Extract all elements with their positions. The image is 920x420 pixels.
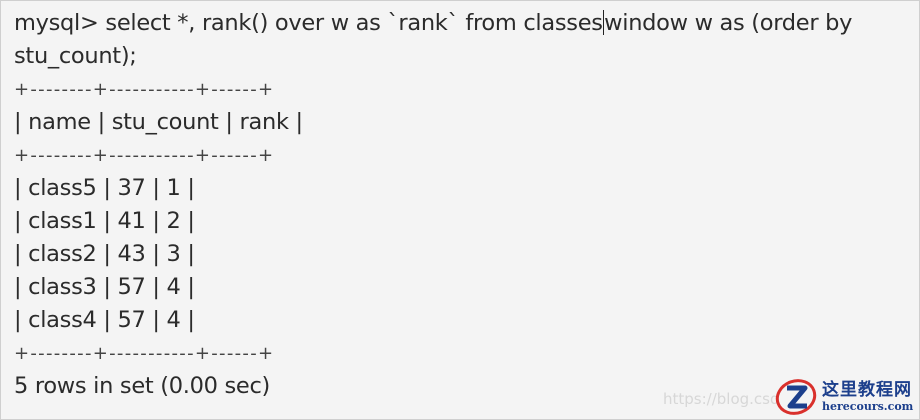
logo-domain: herecours.com xyxy=(822,400,914,413)
command-line: mysql> select *, rank() over w as `rank`… xyxy=(14,7,909,40)
table-separator-top: +--------+-----------+------+ xyxy=(14,79,275,100)
blog-watermark-text: https://blog.csd xyxy=(663,390,780,408)
command-text-start: select *, rank() over w as `rank` from c… xyxy=(105,10,603,36)
table-separator-bottom: +--------+-----------+------+ xyxy=(14,343,275,364)
table-row: | class2 | 43 | 3 | xyxy=(14,241,195,267)
table-row: | class3 | 57 | 4 | xyxy=(14,274,195,300)
command-continuation: stu_count); xyxy=(14,43,137,69)
logo-name: 这里教程网 xyxy=(822,380,912,400)
table-row: | class4 | 57 | 4 | xyxy=(14,307,195,333)
command-text-end: window w as (order by xyxy=(604,10,853,36)
table-separator-mid: +--------+-----------+------+ xyxy=(14,145,275,166)
table-row: | class5 | 37 | 1 | xyxy=(14,175,195,201)
mysql-prompt: mysql> xyxy=(14,10,106,36)
console-output: mysql> select *, rank() over w as `rank`… xyxy=(14,7,909,403)
site-logo: 这里教程网 herecours.com xyxy=(774,376,918,418)
z-swirl-logo-icon xyxy=(775,379,817,415)
logo-text: 这里教程网 herecours.com xyxy=(822,380,913,414)
result-summary: 5 rows in set (0.00 sec) xyxy=(14,373,271,399)
table-header-row: | name | stu_count | rank | xyxy=(14,109,303,135)
table-row: | class1 | 41 | 2 | xyxy=(14,208,195,234)
text-cursor xyxy=(602,10,605,35)
